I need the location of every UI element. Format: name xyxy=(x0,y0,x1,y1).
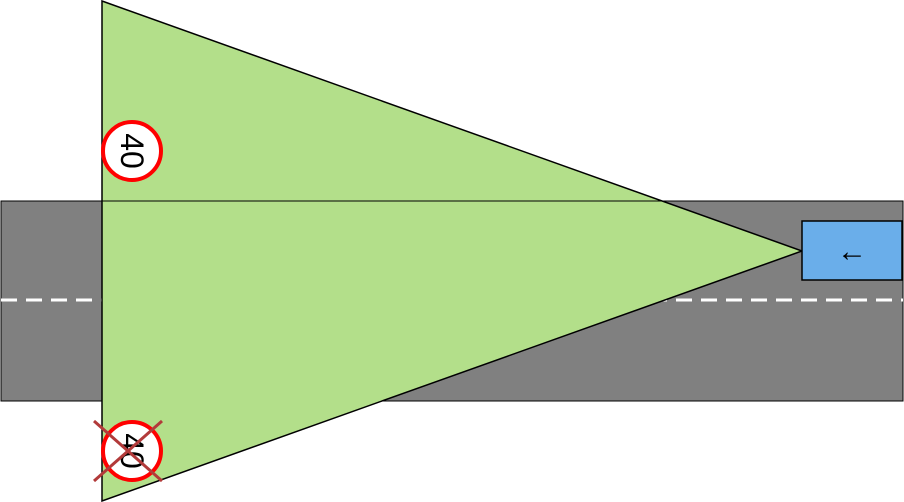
vehicle: ← xyxy=(801,220,903,281)
coverage-zone xyxy=(101,0,805,502)
speed-limit-40-sign-icon: 40 xyxy=(101,120,163,182)
speed-sign-ring xyxy=(101,120,163,182)
arrow-left-icon: ← xyxy=(837,235,867,268)
vehicle-body xyxy=(801,220,903,281)
cancel-cross-line-b xyxy=(93,419,163,483)
speed-sign-value: 40 xyxy=(114,133,150,169)
end-sign-value: 40 xyxy=(114,433,150,469)
end-speed-limit-40-sign-icon: 40 xyxy=(93,419,163,483)
